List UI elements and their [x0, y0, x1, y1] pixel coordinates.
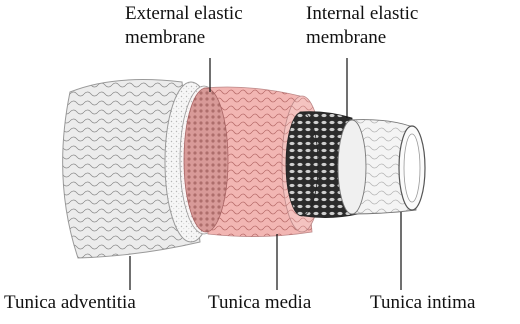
label-external-line-1: External elastic — [125, 2, 243, 26]
tunica-intima-layer — [338, 120, 425, 214]
label-tunica-adventitia: Tunica adventitia — [4, 291, 136, 315]
label-external-elastic-membrane: External elastic membrane — [125, 2, 243, 50]
label-tunica-intima: Tunica intima — [370, 291, 475, 315]
label-internal-line-1: Internal elastic — [306, 2, 418, 26]
label-external-line-2: membrane — [125, 26, 243, 50]
label-internal-elastic-membrane: Internal elastic membrane — [306, 2, 418, 50]
label-tunica-media: Tunica media — [208, 291, 311, 315]
label-internal-line-2: membrane — [306, 26, 418, 50]
